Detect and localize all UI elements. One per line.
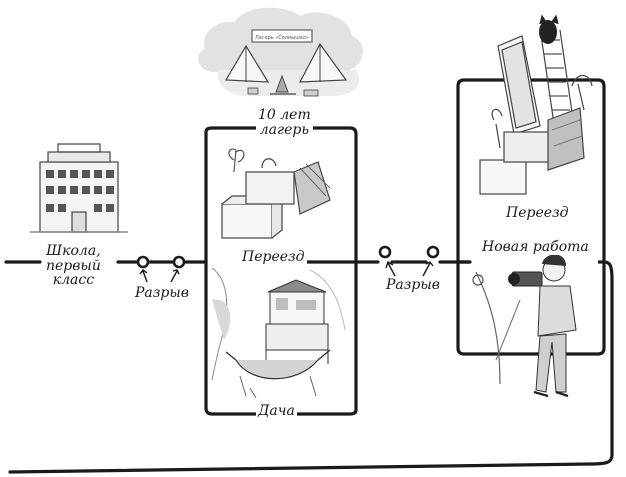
move-loop-1: [204, 126, 358, 416]
school-building-illustration: [30, 143, 128, 233]
label-school-first-grade: Школа, первый класс: [44, 243, 103, 289]
label-break-2: Разрыв: [384, 277, 442, 293]
break-marker-2: [378, 245, 440, 277]
timeline-return-path: [8, 260, 614, 474]
break-marker-1: [136, 255, 186, 283]
camp-banner-text: Лагерь «Солнышко»: [255, 35, 309, 41]
dacha-house-illustration: [211, 267, 346, 399]
label-move-1: Переезд: [240, 249, 307, 265]
moving-boxes-illustration-2: [479, 14, 593, 195]
label-new-job: Новая работа: [480, 239, 591, 255]
summer-camp-illustration: Лагерь «Солнышко»: [198, 7, 364, 97]
label-dacha: Дача: [256, 403, 297, 419]
photographer-illustration: [472, 254, 577, 398]
move-loop-2: [456, 78, 606, 356]
label-break-1: Разрыв: [133, 285, 191, 301]
label-move-2: Переезд: [506, 205, 569, 221]
moving-boxes-illustration-1: [221, 148, 331, 239]
label-summer-camp: 10 лет лагерь: [256, 107, 313, 138]
